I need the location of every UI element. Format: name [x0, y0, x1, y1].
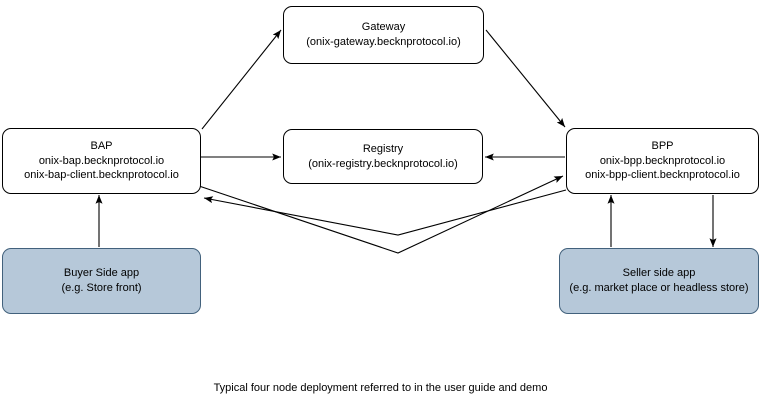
edge-gateway-to-bpp — [485, 29, 566, 128]
node-gateway-subtitle: (onix-gateway.becknprotocol.io) — [306, 36, 461, 48]
node-seller-side-app-subtitle: (e.g. market place or headless store) — [569, 282, 749, 294]
node-bpp-client-host: onix-bpp-client.becknprotocol.io — [585, 169, 740, 182]
node-bpp-title: BPP — [651, 140, 674, 153]
node-bap-title: BAP — [90, 140, 113, 153]
diagram-caption: Typical four node deployment referred to… — [213, 382, 548, 394]
node-buyer-side-app-title: Buyer Side app — [63, 267, 140, 280]
node-buyer-side-app[interactable]: Buyer Side app (e.g. Store front) — [2, 248, 201, 314]
node-gateway[interactable]: Gateway (onix-gateway.becknprotocol.io) — [283, 6, 484, 64]
node-gateway-title: Gateway — [361, 21, 406, 34]
node-bap-client-host: onix-bap-client.becknprotocol.io — [24, 169, 179, 182]
node-seller-side-app[interactable]: Seller side app (e.g. market place or he… — [559, 248, 759, 314]
node-bpp[interactable]: BPP onix-bpp.becknprotocol.io onix-bpp-c… — [566, 128, 759, 194]
node-buyer-side-app-subtitle: (e.g. Store front) — [61, 282, 142, 294]
edge-bap-to-bpp — [198, 175, 564, 254]
node-registry-title: Registry — [362, 142, 404, 155]
node-registry[interactable]: Registry (onix-registry.becknprotocol.io… — [283, 129, 483, 184]
node-registry-subtitle: (onix-registry.becknprotocol.io) — [308, 157, 458, 170]
edge-bpp-to-bap — [203, 189, 567, 236]
node-seller-side-app-title: Seller side app — [622, 267, 696, 280]
node-bap-host: onix-bap.becknprotocol.io — [38, 154, 165, 167]
node-bpp-host: onix-bpp.becknprotocol.io — [599, 154, 726, 167]
edge-bap-to-gateway — [201, 29, 282, 130]
node-bap[interactable]: BAP onix-bap.becknprotocol.io onix-bap-c… — [2, 128, 201, 194]
